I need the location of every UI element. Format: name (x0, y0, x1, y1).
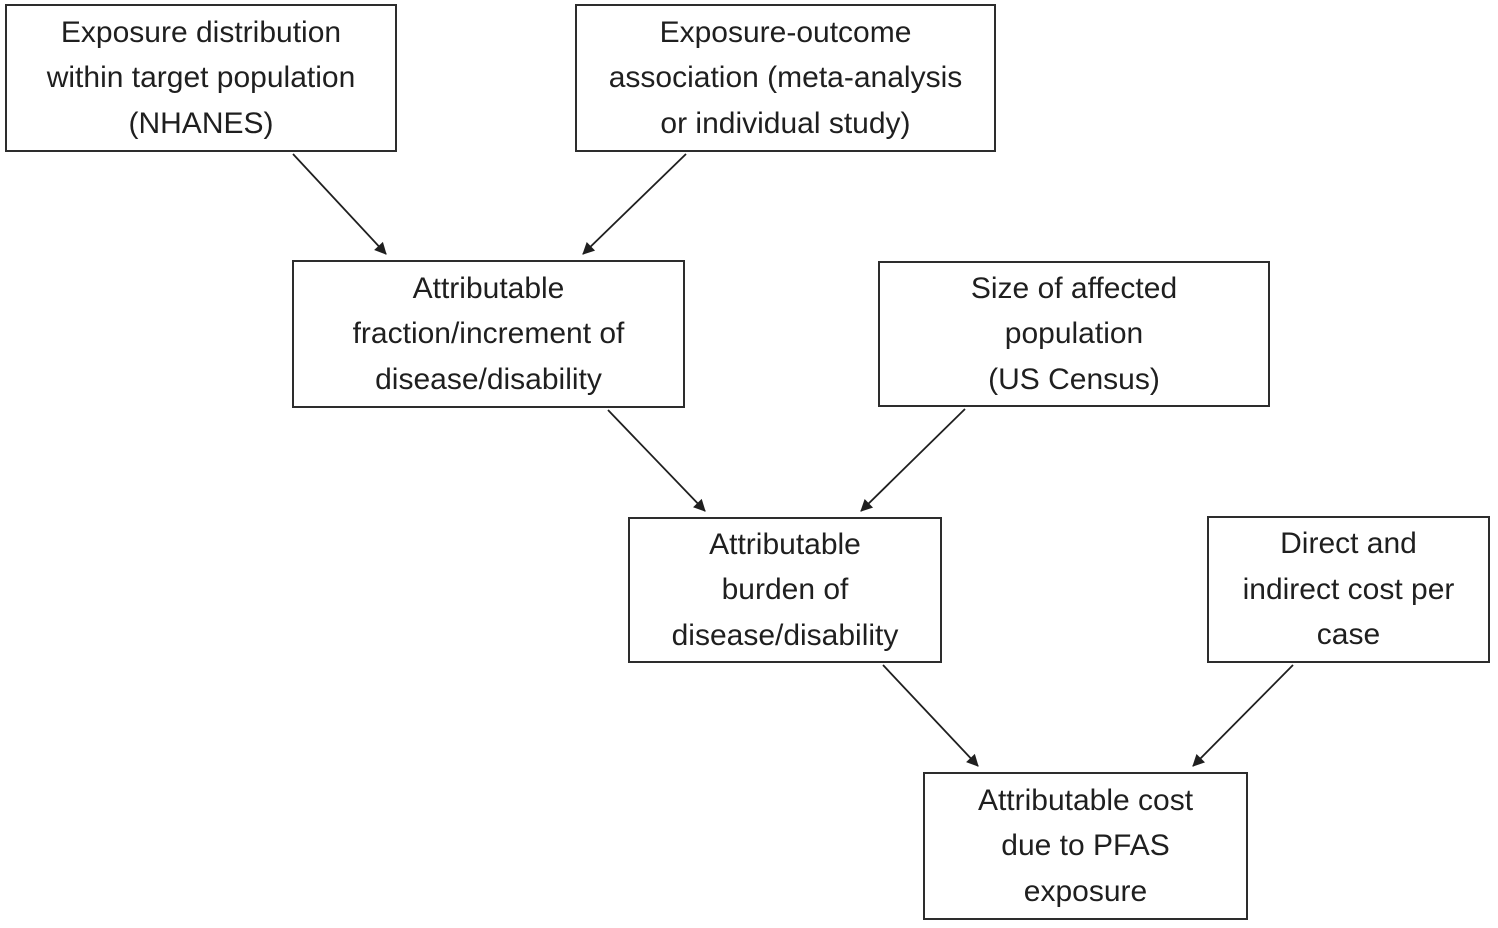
arrow-exposure-distribution-to-attributable-fraction (292, 153, 387, 255)
node-exposure-distribution-label: Exposure distribution within target popu… (46, 15, 356, 140)
arrow-attributable-burden-to-attributable-cost (882, 664, 979, 767)
node-exposure-outcome: Exposure-outcome association (meta-analy… (575, 4, 996, 152)
node-attributable-cost-label: Attributable cost due to PFAS exposure (977, 783, 1194, 908)
arrow-cost-per-case-to-attributable-cost (1192, 664, 1294, 767)
node-attributable-cost: Attributable cost due to PFAS exposure (923, 772, 1248, 920)
node-attributable-fraction-label: Attributable fraction/increment of disea… (352, 271, 625, 396)
node-cost-per-case-label: Direct and indirect cost per case (1242, 527, 1455, 652)
arrow-attributable-fraction-to-attributable-burden (607, 409, 706, 512)
node-attributable-fraction: Attributable fraction/increment of disea… (292, 260, 685, 408)
node-exposure-distribution: Exposure distribution within target popu… (5, 4, 397, 152)
arrow-affected-population-to-attributable-burden (860, 408, 966, 512)
node-affected-population-label: Size of affected population (US Census) (970, 271, 1178, 396)
node-attributable-burden-label: Attributable burden of disease/disabilit… (671, 527, 899, 652)
node-affected-population: Size of affected population (US Census) (878, 261, 1270, 407)
node-cost-per-case: Direct and indirect cost per case (1207, 516, 1490, 663)
node-attributable-burden: Attributable burden of disease/disabilit… (628, 517, 942, 663)
node-exposure-outcome-label: Exposure-outcome association (meta-analy… (608, 15, 963, 140)
arrow-exposure-outcome-to-attributable-fraction (582, 153, 687, 255)
